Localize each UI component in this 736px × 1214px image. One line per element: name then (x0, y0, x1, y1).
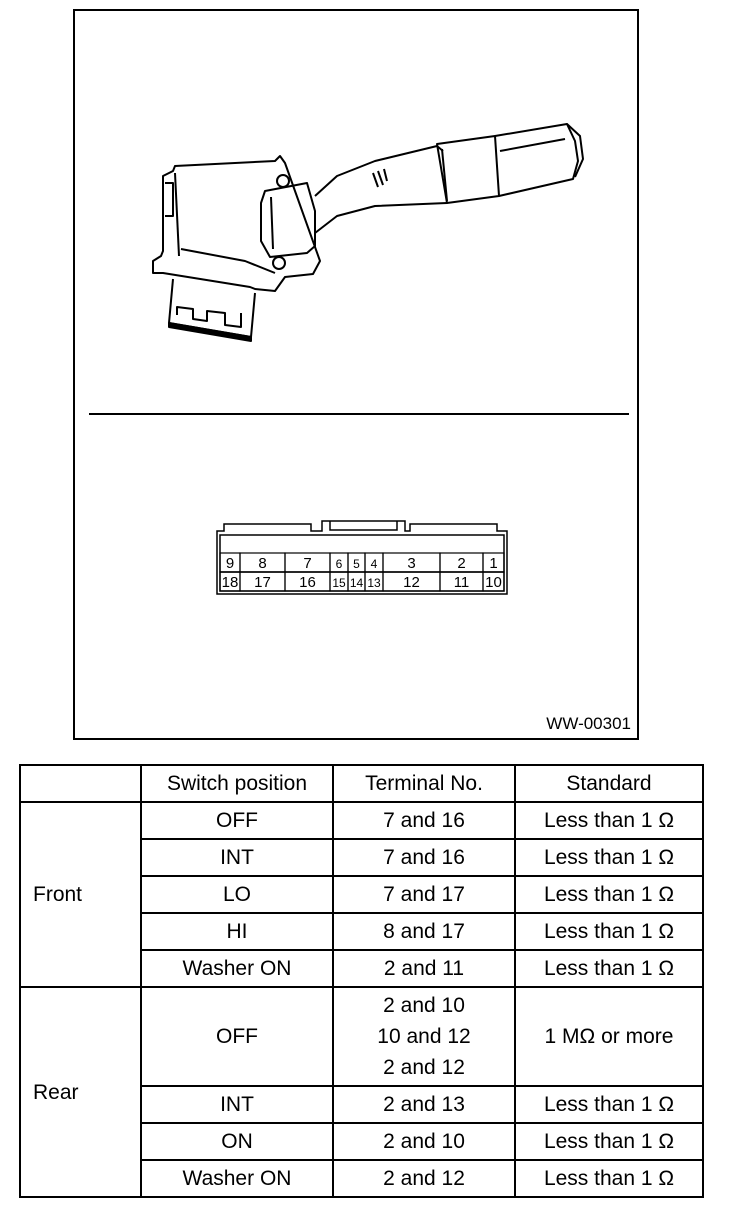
header-group (19, 764, 142, 803)
table-row: INT 2 and 13 Less than 1 Ω (20, 1085, 704, 1124)
table-row: Washer ON 2 and 12 Less than 1 Ω (20, 1159, 704, 1198)
standard-cell: Less than 1 Ω (514, 1159, 704, 1198)
connector-pin-label: 2 (457, 555, 465, 572)
terminal-cell: 2 and 13 (332, 1085, 516, 1124)
terminal-cell: 8 and 17 (332, 912, 516, 951)
terminal-cell: 2 and 10 (332, 1122, 516, 1161)
table-row: Front OFF 7 and 16 Less than 1 Ω (19, 801, 704, 988)
switch-position-cell: HI (140, 912, 334, 951)
connector-pin-label: 1 (489, 555, 497, 572)
standard-cell: Less than 1 Ω (514, 801, 704, 840)
connector-pin-label: 8 (258, 555, 266, 572)
connector-pin-label: 7 (303, 555, 311, 572)
terminal-cell-multi: 2 and 10 10 and 12 2 and 12 (332, 986, 516, 1087)
table-row: ON 2 and 10 Less than 1 Ω (20, 1122, 704, 1161)
table-row: Washer ON 2 and 11 Less than 1 Ω (20, 949, 704, 988)
switch-position-cell: OFF (140, 801, 334, 840)
terminal-cell: 7 and 16 (332, 801, 516, 840)
connector-pin-label: 14 (350, 576, 364, 590)
connector-pin-label: 18 (222, 574, 239, 591)
connector-pin-label: 4 (371, 557, 378, 571)
connector-pin-label: 17 (254, 574, 271, 591)
connector-pin-label: 6 (336, 557, 343, 571)
combination-switch-drawing (152, 123, 584, 342)
connector-pin-label: 12 (403, 574, 420, 591)
standard-cell: Less than 1 Ω (514, 838, 704, 877)
group-label-front: Front (19, 801, 142, 988)
switch-position-cell: INT (140, 838, 334, 877)
header-terminal-no: Terminal No. (332, 764, 516, 803)
figure-code: WW-00301 (546, 714, 631, 733)
terminal-cell: 7 and 16 (332, 838, 516, 877)
connector-pin-label: 5 (353, 557, 360, 571)
header-standard: Standard (514, 764, 704, 803)
terminal-pair: 2 and 10 (383, 994, 465, 1017)
terminal-cell: 2 and 11 (332, 949, 516, 988)
connector-pin-label: 9 (226, 555, 234, 572)
table-row: HI 8 and 17 Less than 1 Ω (20, 912, 704, 951)
connector-pin-label: 13 (367, 576, 381, 590)
switch-position-cell: Washer ON (140, 1159, 334, 1198)
terminal-cell: 7 and 17 (332, 875, 516, 914)
terminal-spec-table: Switch position Terminal No. Standard Fr… (19, 764, 704, 1198)
switch-position-cell: Washer ON (140, 949, 334, 988)
connector-pin-cell (482, 571, 505, 592)
switch-position-cell: LO (140, 875, 334, 914)
terminal-pair: 10 and 12 (377, 1025, 471, 1048)
connector-pin-label: 11 (454, 574, 470, 591)
standard-cell: 1 MΩ or more (514, 986, 704, 1087)
terminal-pair: 2 and 12 (383, 1056, 465, 1079)
table-row: LO 7 and 17 Less than 1 Ω (20, 875, 704, 914)
table-row: INT 7 and 16 Less than 1 Ω (20, 838, 704, 877)
switch-position-cell: INT (140, 1085, 334, 1124)
switch-position-cell: OFF (140, 986, 334, 1087)
terminal-cell: 2 and 12 (332, 1159, 516, 1198)
connector-pin-label: 16 (299, 574, 316, 591)
standard-cell: Less than 1 Ω (514, 912, 704, 951)
switch-position-cell: ON (140, 1122, 334, 1161)
standard-cell: Less than 1 Ω (514, 949, 704, 988)
standard-cell: Less than 1 Ω (514, 1085, 704, 1124)
connector-pin-label: 10 (485, 574, 502, 591)
table-row: Rear OFF 2 and 10 10 and 12 2 and 12 1 M… (19, 986, 704, 1198)
group-label-rear: Rear (19, 986, 142, 1198)
table-header-row: Switch position Terminal No. Standard (19, 764, 704, 803)
header-switch-position: Switch position (140, 764, 334, 803)
connector-pin-label: 15 (332, 576, 346, 590)
connector-pin-label: 3 (407, 555, 415, 572)
standard-cell: Less than 1 Ω (514, 875, 704, 914)
standard-cell: Less than 1 Ω (514, 1122, 704, 1161)
